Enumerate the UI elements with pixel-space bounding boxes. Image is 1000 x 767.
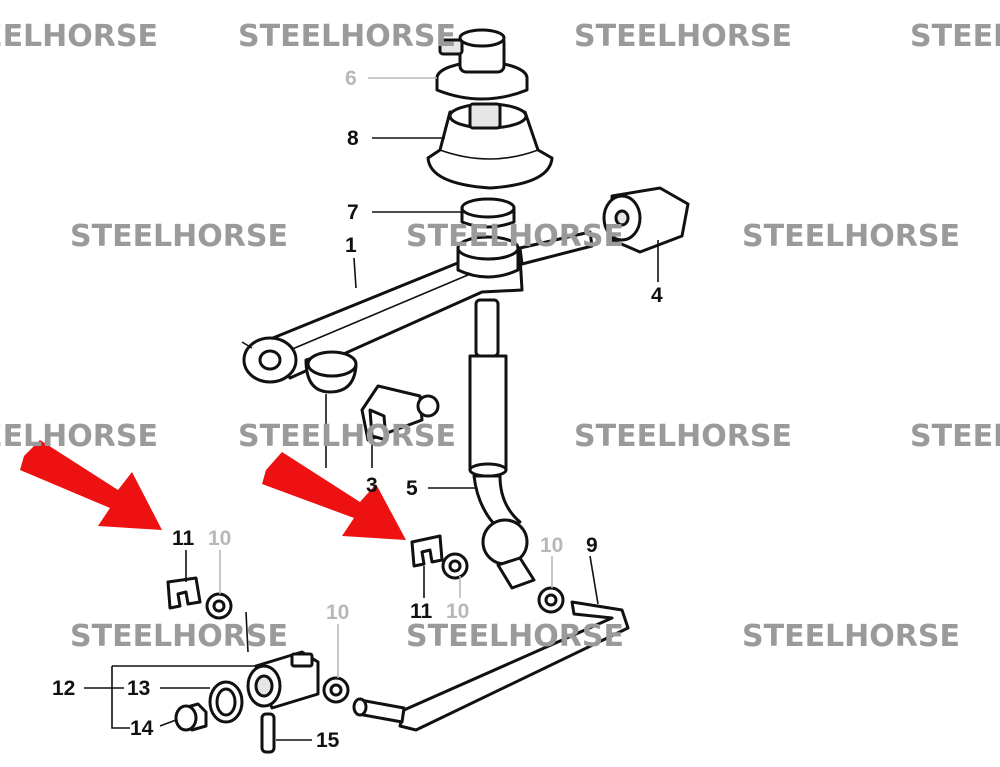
part-1-shift-arm — [241, 230, 594, 384]
callout-15: 15 — [316, 729, 340, 752]
callout-8: 8 — [347, 127, 359, 150]
red-arrow-center — [262, 452, 406, 540]
callout-10: 10 — [540, 534, 563, 557]
part-12-joint-housing — [246, 650, 320, 710]
highlight-arrows — [20, 440, 406, 540]
callout-11: 11 — [172, 527, 195, 550]
part-10-washer-right — [537, 586, 565, 614]
part-9-selector-rod — [352, 600, 630, 732]
watermark-text: STEELHORSE — [406, 219, 624, 254]
callout-10: 10 — [326, 601, 349, 624]
part-7-bushing — [460, 197, 516, 229]
part-6-clamp-ring — [435, 28, 529, 101]
watermarks: STEELHORSE STEELHORSE STEELHORSE STEELHO… — [0, 19, 1000, 654]
watermark-text: STEELHORSE — [574, 419, 792, 454]
callout-6: 6 — [345, 67, 357, 90]
watermark-text: STEELHORSE — [574, 19, 792, 54]
part-10-washer-left — [205, 592, 233, 620]
watermark-text: STEELHORSE — [238, 419, 456, 454]
callout-10: 10 — [446, 600, 469, 623]
part-8-boot — [426, 102, 554, 190]
watermark-text: STEELHORSE — [406, 619, 624, 654]
watermark-text: STEELHORSE — [70, 219, 288, 254]
part-5-gear-lever — [468, 298, 536, 590]
callout-10: 10 — [208, 527, 231, 550]
watermark-text: STEELHORSE — [910, 19, 1000, 54]
part-11-clip-left — [166, 576, 202, 610]
watermark-text: STEELHORSE — [742, 219, 960, 254]
callout-7: 7 — [347, 201, 359, 224]
watermark-text: STEELHORSE — [742, 619, 960, 654]
red-arrow-left — [20, 440, 162, 530]
callout-11: 11 — [410, 600, 433, 623]
callout-14: 14 — [130, 717, 154, 740]
part-10-washer-lower — [322, 676, 350, 704]
callout-13: 13 — [127, 677, 150, 700]
watermark-text: STEELHORSE — [910, 419, 1000, 454]
callout-4: 4 — [651, 284, 663, 307]
leader-lines — [84, 77, 659, 741]
part-13-o-ring — [208, 680, 244, 724]
part-3-pivot-bracket — [304, 350, 440, 442]
part-10-washer-center — [441, 552, 469, 580]
callout-1: 1 — [345, 234, 357, 257]
part-14-bushing — [174, 702, 208, 732]
watermark-text: STEELHORSE — [238, 19, 456, 54]
watermark-text: STEELHORSE — [0, 419, 158, 454]
part-4-rubber-bushing — [602, 186, 690, 254]
callout-9: 9 — [586, 534, 598, 557]
callout-5: 5 — [406, 477, 418, 500]
watermark-text: STEELHORSE — [70, 619, 288, 654]
part-11-clip-center — [410, 534, 444, 568]
watermark-text: STEELHORSE — [0, 19, 158, 54]
part-15-pin — [260, 712, 276, 754]
callout-12: 12 — [52, 677, 75, 700]
callout-3: 3 — [366, 474, 378, 497]
callout-numbers: 6 8 7 1 4 3 5 9 10 10 11 11 10 10 12 13 … — [52, 67, 663, 752]
